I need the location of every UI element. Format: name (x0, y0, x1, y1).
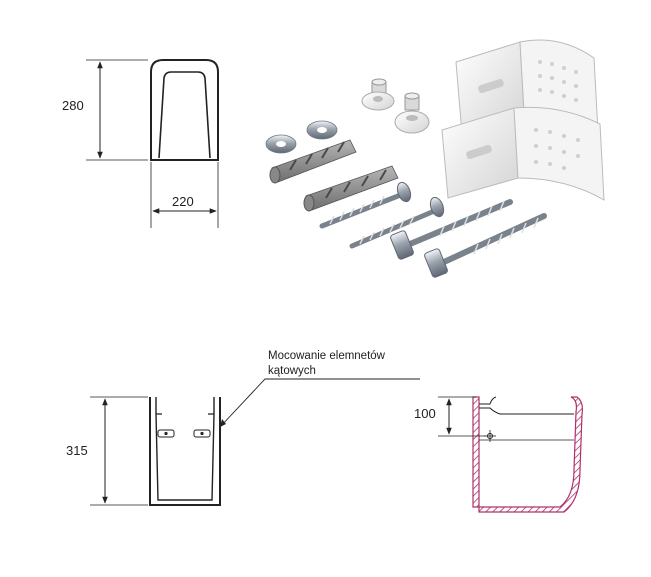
angle-bracket-icon (441, 106, 605, 201)
pedestal-inner-top (158, 71, 211, 159)
washer-icon (265, 134, 297, 154)
height-label-side: 100 (414, 406, 436, 421)
plastic-cap-icon (394, 92, 430, 134)
wall-plug-icon (269, 139, 357, 184)
washer-icon (306, 120, 338, 140)
bracket-slot-right (193, 429, 211, 438)
height-label-bottom: 315 (66, 443, 88, 458)
width-label-top: 220 (172, 194, 194, 209)
callout-leader (219, 378, 420, 428)
plastic-cap-icon (361, 78, 395, 111)
pedestal-inner-bottom (155, 397, 215, 501)
wall-plug-icon (303, 165, 399, 212)
pedestal-outline-bottom (149, 397, 221, 506)
section-hatch (472, 396, 584, 513)
bracket-slot-left (157, 429, 175, 438)
callout-label-line2: kątowych (268, 365, 316, 377)
pedestal-outline-top (150, 59, 219, 161)
hex-bolt-screw-icon (424, 213, 547, 278)
side-section-view: 100 (414, 396, 584, 513)
callout-label-line1: Mocowanie elemnetów (268, 350, 386, 362)
hex-bolt-screw-icon (390, 199, 513, 260)
top-front-view: 280 220 (62, 59, 219, 228)
hardware-kit-illustration (265, 39, 605, 278)
wood-screw-icon (319, 181, 412, 229)
bottom-front-view: 315 Mocowanie elemnetów kątowych (66, 350, 420, 506)
wood-screw-icon (349, 196, 445, 249)
height-label-top: 280 (62, 98, 84, 113)
